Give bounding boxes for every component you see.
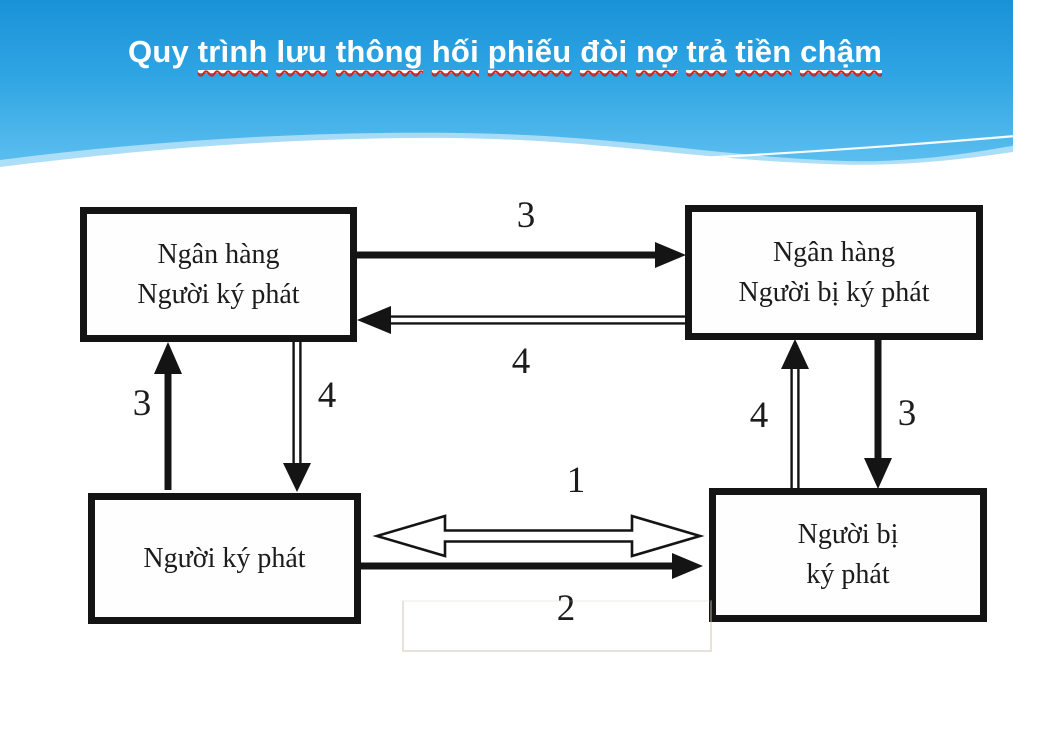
arrow-number-middle-1: 1 xyxy=(566,460,586,501)
wave-decoration xyxy=(0,0,1039,170)
title-word: hối xyxy=(431,34,479,73)
arrow-4-bank-to-bank-return xyxy=(357,306,685,334)
arrow-4-drawee-to-bank xyxy=(781,339,809,488)
title-word: phiếu xyxy=(487,34,572,73)
title-word: đòi xyxy=(580,34,628,73)
box-label-line: Ngân hàng xyxy=(157,238,280,270)
box-label-line: ký phát xyxy=(806,559,890,590)
title-first-word: Quy xyxy=(128,34,189,69)
arrow-number-left-4: 4 xyxy=(317,375,337,416)
arrow-4-bank-to-drawer xyxy=(283,342,311,492)
arrow-number-bottom-2: 2 xyxy=(556,588,576,629)
arrow-1-hollow-double xyxy=(372,514,705,558)
box-label-line: Người bị ký phát xyxy=(738,276,930,308)
arrow-2-drawer-to-drawee xyxy=(361,553,703,579)
page-title: Quy trình lưu thông hối phiếu đòi nợ trả… xyxy=(0,34,1010,73)
box-bank-of-drawee: Ngân hàng Người bị ký phát xyxy=(685,205,983,340)
box-bank-of-drawer: Ngân hàng Người ký phát xyxy=(80,207,357,342)
arrow-number-right-4: 4 xyxy=(749,395,769,436)
box-label-line: Ngân hàng xyxy=(772,236,896,268)
title-word: chậm xyxy=(800,34,882,73)
header-banner: Quy trình lưu thông hối phiếu đòi nợ trả… xyxy=(0,0,1039,170)
arrow-3-bank-to-bank xyxy=(357,242,686,268)
title-word: thông xyxy=(335,34,423,73)
title-word: trả xyxy=(686,34,727,73)
box-label-line: Người ký phát xyxy=(143,542,306,574)
title-word: nợ xyxy=(636,34,678,73)
arrow-number-top-4: 4 xyxy=(511,341,531,382)
box-drawee: Người bị ký phát xyxy=(709,488,987,622)
arrow-3-drawer-to-bank xyxy=(154,342,182,490)
arrow-number-top-3: 3 xyxy=(516,195,536,236)
scan-artifact-rectangle xyxy=(402,600,712,652)
box-label-line: Người ký phát xyxy=(137,278,300,310)
arrow-number-right-3: 3 xyxy=(897,393,917,434)
box-label-line: Người bị xyxy=(797,519,899,550)
title-underlined-part: trình lưu thông hối phiếu đòi nợ trả tiề… xyxy=(197,34,882,73)
title-word: lưu xyxy=(276,34,328,73)
title-word: tiền xyxy=(735,34,792,73)
arrow-3-bank-to-drawee xyxy=(864,340,892,489)
box-drawer: Người ký phát xyxy=(88,493,361,624)
title-word: trình xyxy=(197,34,268,73)
arrow-number-left-3: 3 xyxy=(132,383,152,424)
